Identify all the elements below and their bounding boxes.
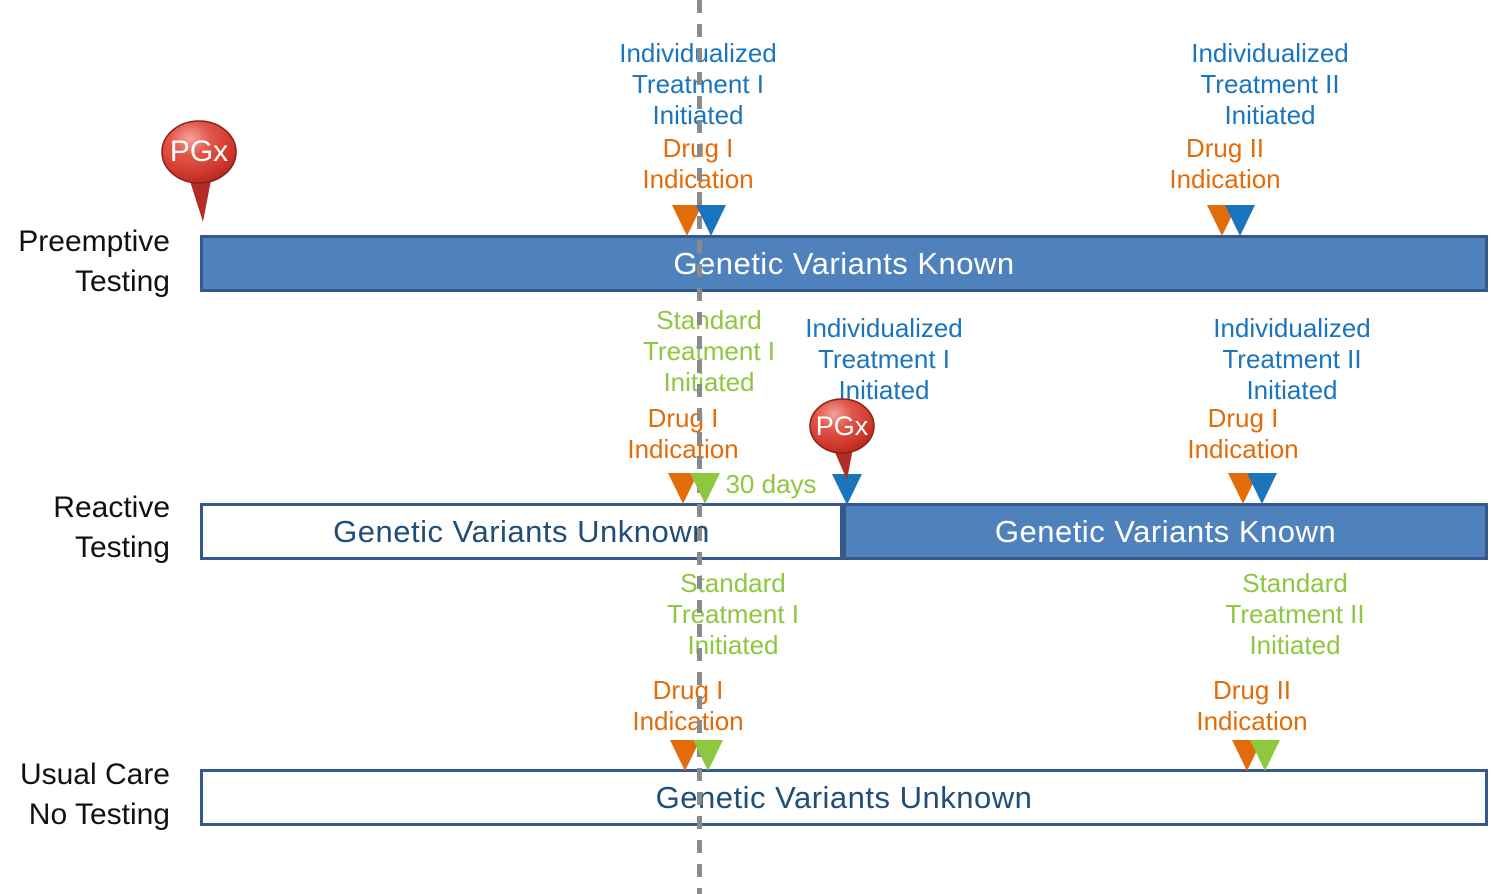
dashed-timeline-line: [697, 0, 702, 894]
standard-treatment-marker-icon: [693, 740, 723, 771]
label-drug-1-indication: Drug I Indication: [632, 675, 744, 736]
pgx-balloon-reactive: PGx: [808, 398, 876, 489]
label-standard-treatment-1: Standard Treatment I Initiated: [643, 305, 775, 397]
row-label-usual-care-no-testing: Usual Care No Testing: [19, 758, 170, 831]
label-drug-2-indication: Drug II Indication: [1169, 133, 1281, 194]
label-individualized-treatment-2: Individualized Treatment II Initiated: [1191, 38, 1349, 130]
bar-text: Genetic Variants Known: [673, 245, 1015, 281]
bar-text: Genetic Variants Known: [994, 513, 1337, 549]
pgx-balloon-preemptive: PGx: [160, 119, 238, 232]
label-standard-treatment-2: Standard Treatment II Initiated: [1225, 568, 1365, 660]
label-drug-1-indication: Drug I Indication: [627, 403, 739, 464]
label-individualized-treatment-2: Individualized Treatment II Initiated: [1213, 313, 1371, 405]
standard-treatment-marker-icon: [690, 473, 720, 504]
bar-text: Genetic Variants Unknown: [333, 513, 710, 549]
label-standard-treatment-1: Standard Treatment I Initiated: [667, 568, 799, 660]
bar-reactive-variants-known: Genetic Variants Known: [843, 503, 1488, 560]
pgx-balloon-text: PGx: [169, 135, 229, 168]
label-drug-1-indication: Drug I Indication: [1187, 403, 1299, 464]
pgx-balloon-icon: [809, 398, 875, 480]
bar-reactive-variants-unknown: Genetic Variants Unknown: [200, 503, 843, 560]
standard-treatment-marker-icon: [1250, 740, 1280, 771]
row-label-preemptive-testing: Preemptive Testing: [18, 225, 170, 298]
pgx-balloon-icon: [161, 120, 237, 222]
individualized-treatment-marker-icon: [696, 205, 726, 236]
label-drug-2-indication: Drug II Indication: [1196, 675, 1308, 736]
label-individualized-treatment-1: Individualized Treatment I Initiated: [805, 313, 963, 405]
bar-usual-care-variants-unknown: Genetic Variants Unknown: [200, 769, 1488, 826]
bar-text: Genetic Variants Unknown: [655, 779, 1033, 815]
bar-preemptive-variants-known: Genetic Variants Known: [200, 235, 1488, 292]
individualized-treatment-marker-icon: [1247, 473, 1277, 504]
pgx-balloon-text: PGx: [815, 411, 869, 441]
row-label-reactive-testing: Reactive Testing: [53, 491, 170, 564]
label-30-days: 30 days: [725, 469, 817, 499]
individualized-treatment-marker-icon: [1225, 205, 1255, 236]
